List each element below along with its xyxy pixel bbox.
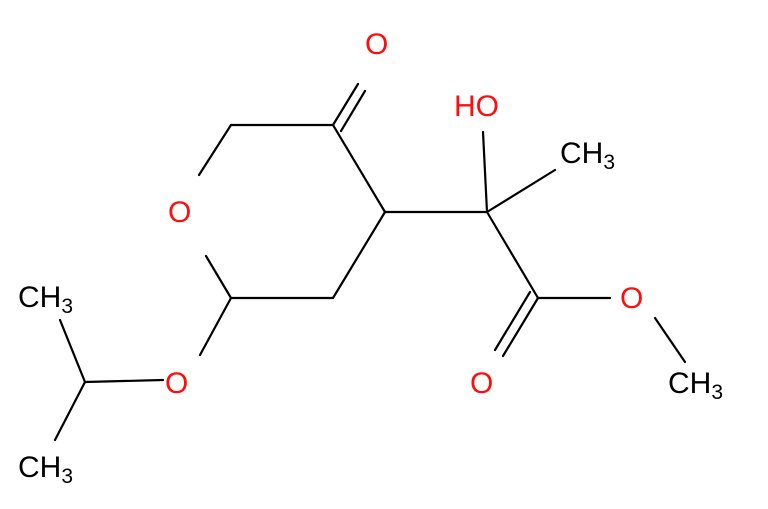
bond-ketone-double-a <box>331 82 360 127</box>
bond-ring-o-c2 <box>197 123 233 177</box>
bond-quaternary-to-methyl <box>485 168 557 214</box>
methyl-iso-bottom-label: CH3 <box>18 451 73 488</box>
bond-ester-double-a <box>501 296 540 358</box>
ether-oxygen-label: O <box>165 367 188 400</box>
carbonyl-oxygen-label: O <box>470 367 493 400</box>
ketone-oxygen-label: O <box>365 28 388 61</box>
methyl-ester-sub: 3 <box>711 381 723 404</box>
bond-ring-c6-o <box>204 254 233 300</box>
ring-oxygen-label: O <box>168 196 191 229</box>
bond-c6-to-ether-o <box>198 296 233 357</box>
methyl-iso-top-label: CH3 <box>18 281 73 318</box>
bond-ring-c4-c5 <box>331 210 387 300</box>
methyl-ester-main: CH <box>668 367 711 400</box>
bond-ring-c3-c4 <box>331 123 387 214</box>
ester-oxygen-label: O <box>620 282 643 315</box>
bond-ester-double-b <box>493 290 532 352</box>
bond-ch-to-methyl-bottom <box>53 380 87 442</box>
methyl-iso-bottom-main: CH <box>18 451 61 484</box>
methyl-iso-bottom-sub: 3 <box>61 465 73 488</box>
methyl-top-sub: 3 <box>603 151 615 174</box>
bond-quaternary-to-ester-c <box>485 210 540 300</box>
bond-ch-to-methyl-top <box>58 318 87 384</box>
methyl-top-label: CH3 <box>560 137 615 174</box>
bond-quaternary-to-oh <box>481 130 489 214</box>
hydroxyl-label: HO <box>454 90 499 123</box>
bond-ester-o-to-methyl <box>653 316 687 364</box>
methyl-iso-top-sub: 3 <box>61 295 73 318</box>
methyl-top-main: CH <box>560 137 603 170</box>
methyl-iso-top-main: CH <box>18 281 61 314</box>
methyl-ester-label: CH3 <box>668 367 723 404</box>
bond-ether-o-to-ch <box>83 378 165 384</box>
bond-ketone-double-b <box>339 89 367 133</box>
